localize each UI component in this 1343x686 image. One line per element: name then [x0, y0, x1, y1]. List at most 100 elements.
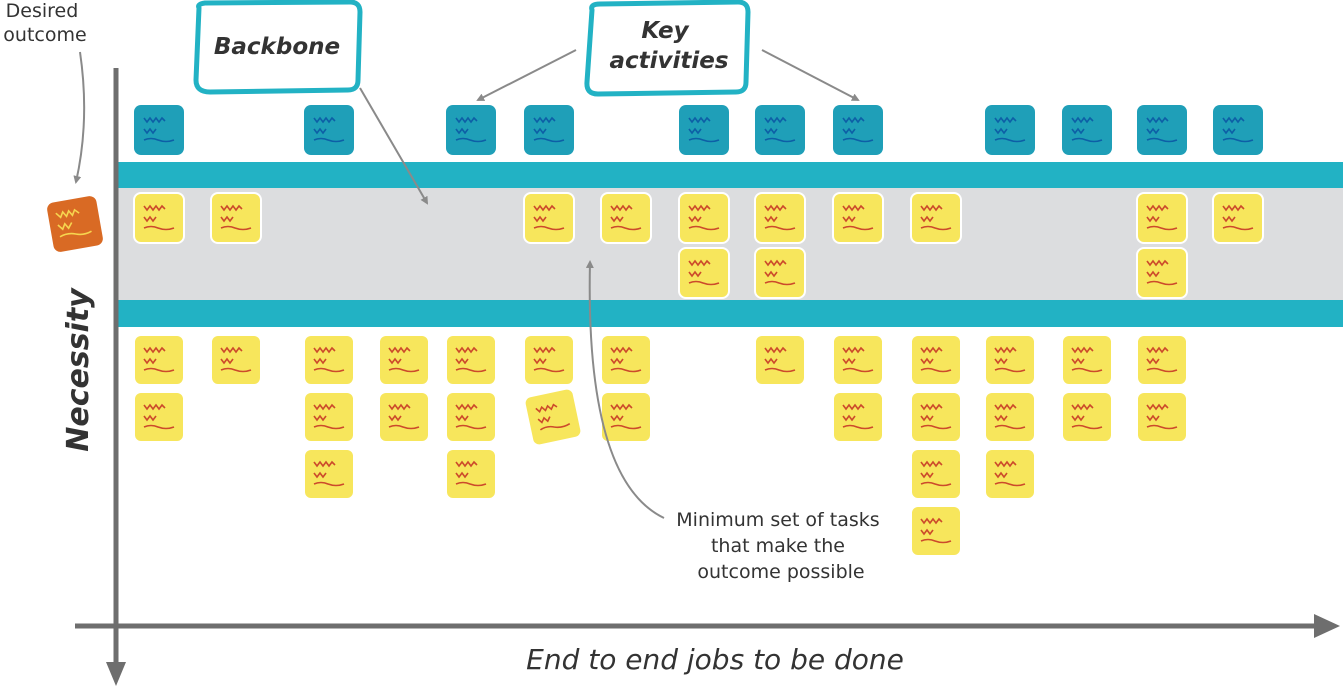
scribble-icon	[1071, 346, 1094, 354]
scribble-icon	[688, 127, 702, 135]
scribble-icon	[1071, 403, 1094, 411]
scribble-icon	[1222, 116, 1245, 124]
task-card	[678, 192, 730, 244]
scribble-icon	[1146, 116, 1169, 124]
scribble-icon	[455, 424, 487, 430]
scribble-icon	[1146, 424, 1178, 430]
scribble-icon	[220, 367, 252, 373]
scribble-icon	[143, 424, 175, 430]
task-card	[1136, 192, 1188, 244]
scribble-icon	[313, 127, 327, 135]
activity-card	[755, 105, 805, 155]
scribble-icon	[842, 357, 856, 365]
scribble-icon	[688, 204, 711, 212]
scribble-icon	[994, 116, 1017, 124]
scribble-icon	[764, 137, 796, 143]
scribble-icon	[764, 204, 787, 212]
arrow-icon	[106, 662, 126, 686]
scribble-icon	[1146, 280, 1178, 286]
scribble-icon	[764, 225, 796, 231]
arrow-icon	[1314, 614, 1340, 638]
scribble-icon	[1222, 204, 1245, 212]
scribble-icon	[688, 280, 720, 286]
scribble-icon	[313, 367, 345, 373]
scribble-icon	[143, 215, 157, 223]
scribble-icon	[610, 367, 642, 373]
scribble-icon	[994, 346, 1017, 354]
scribble-icon	[1222, 127, 1236, 135]
task-card	[832, 334, 884, 386]
scribble-icon	[220, 346, 243, 354]
scribble-icon	[143, 403, 166, 411]
scribble-icon	[1071, 116, 1094, 124]
scribble-icon	[1146, 367, 1178, 373]
task-card	[1061, 391, 1113, 443]
task-card	[1136, 391, 1188, 443]
scribble-icon	[994, 357, 1008, 365]
scribble-icon	[533, 357, 547, 365]
scribble-icon	[1071, 127, 1085, 135]
task-card	[445, 448, 497, 500]
scribble-icon	[220, 204, 243, 212]
scribble-icon	[842, 414, 856, 422]
scribble-icon	[920, 528, 934, 536]
scribble-icon	[1222, 225, 1254, 231]
scribble-icon	[1146, 357, 1160, 365]
task-card	[303, 334, 355, 386]
scribble-icon	[920, 403, 943, 411]
scribble-icon	[455, 414, 469, 422]
task-card	[754, 247, 806, 299]
scribble-icon	[313, 424, 345, 430]
scribble-icon	[455, 460, 478, 468]
backbone-band-bottom	[116, 300, 1343, 327]
scribble-icon	[388, 414, 402, 422]
scribble-icon	[533, 116, 556, 124]
scribble-icon	[764, 215, 778, 223]
scribble-icon	[313, 116, 336, 124]
scribble-icon	[994, 127, 1008, 135]
task-card	[303, 391, 355, 443]
scribble-icon	[920, 424, 952, 430]
scribble-icon	[610, 403, 633, 411]
arrow-icon	[359, 87, 429, 205]
scribble-icon	[143, 357, 157, 365]
scribble-icon	[842, 424, 874, 430]
key-activities-callout	[584, 0, 751, 97]
scribble-icon	[455, 471, 469, 479]
task-card	[523, 334, 575, 386]
y-axis-label: Necessity	[61, 287, 96, 452]
scribble-icon	[1146, 403, 1169, 411]
task-card	[445, 391, 497, 443]
scribble-icon	[842, 204, 865, 212]
scribble-icon	[764, 346, 787, 354]
cards-layer	[133, 105, 1264, 557]
backbone-band-top	[116, 162, 1343, 188]
scribble-icon	[994, 367, 1026, 373]
task-card	[303, 448, 355, 500]
scribble-icon	[994, 424, 1026, 430]
scribble-icon	[313, 414, 327, 422]
scribble-icon	[455, 481, 487, 487]
scribble-icon	[842, 137, 874, 143]
scribble-icon	[533, 137, 565, 143]
activity-card	[679, 105, 729, 155]
task-card	[523, 387, 583, 447]
scribble-icon	[1222, 137, 1254, 143]
scribble-icon	[920, 357, 934, 365]
desired-outcome-card	[47, 196, 103, 252]
x-axis-label: End to end jobs to be done	[526, 643, 904, 676]
scribble-icon	[1071, 414, 1085, 422]
activity-card	[833, 105, 883, 155]
arrow-icon	[476, 49, 577, 101]
task-card	[600, 391, 652, 443]
backbone-label: Backbone	[214, 34, 340, 60]
activity-card	[985, 105, 1035, 155]
scribble-icon	[764, 259, 787, 267]
task-card	[523, 192, 575, 244]
scribble-icon	[455, 403, 478, 411]
scribble-icon	[388, 403, 411, 411]
scribble-icon	[920, 225, 952, 231]
task-card	[1212, 192, 1264, 244]
activity-card	[524, 105, 574, 155]
scribble-icon	[1146, 414, 1160, 422]
